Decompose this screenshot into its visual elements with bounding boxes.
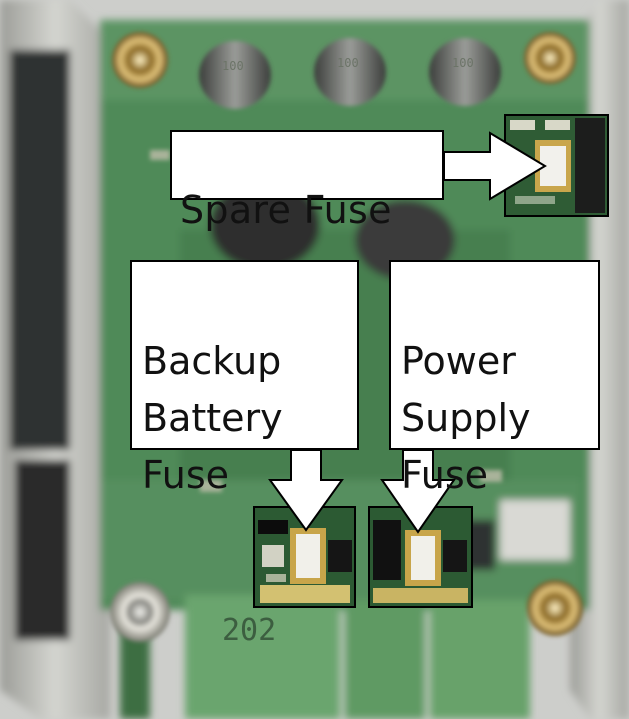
power-supply-fuse-label-text: Power Supply Fuse bbox=[401, 339, 531, 497]
capacitor-marking-2: 100 bbox=[337, 56, 359, 70]
power-supply-fuse-label: Power Supply Fuse bbox=[389, 260, 600, 497]
backup-battery-fuse-label: Backup Battery Fuse bbox=[130, 260, 359, 497]
backup-battery-fuse-label-text: Backup Battery Fuse bbox=[142, 339, 283, 497]
capacitor-marking-3: 100 bbox=[452, 56, 474, 70]
connector-number: 202 bbox=[222, 613, 276, 648]
capacitor-marking-1: 100 bbox=[222, 59, 244, 73]
spare-fuse-label: Spare Fuse bbox=[170, 130, 444, 232]
backup-fuse-arrow bbox=[268, 449, 344, 532]
spare-fuse-inset bbox=[504, 114, 609, 217]
spare-fuse-label-text: Spare Fuse bbox=[180, 187, 392, 232]
power-fuse-arrow bbox=[380, 449, 456, 534]
spare-fuse-arrow bbox=[443, 131, 547, 201]
power-fuse-inset bbox=[368, 506, 473, 608]
